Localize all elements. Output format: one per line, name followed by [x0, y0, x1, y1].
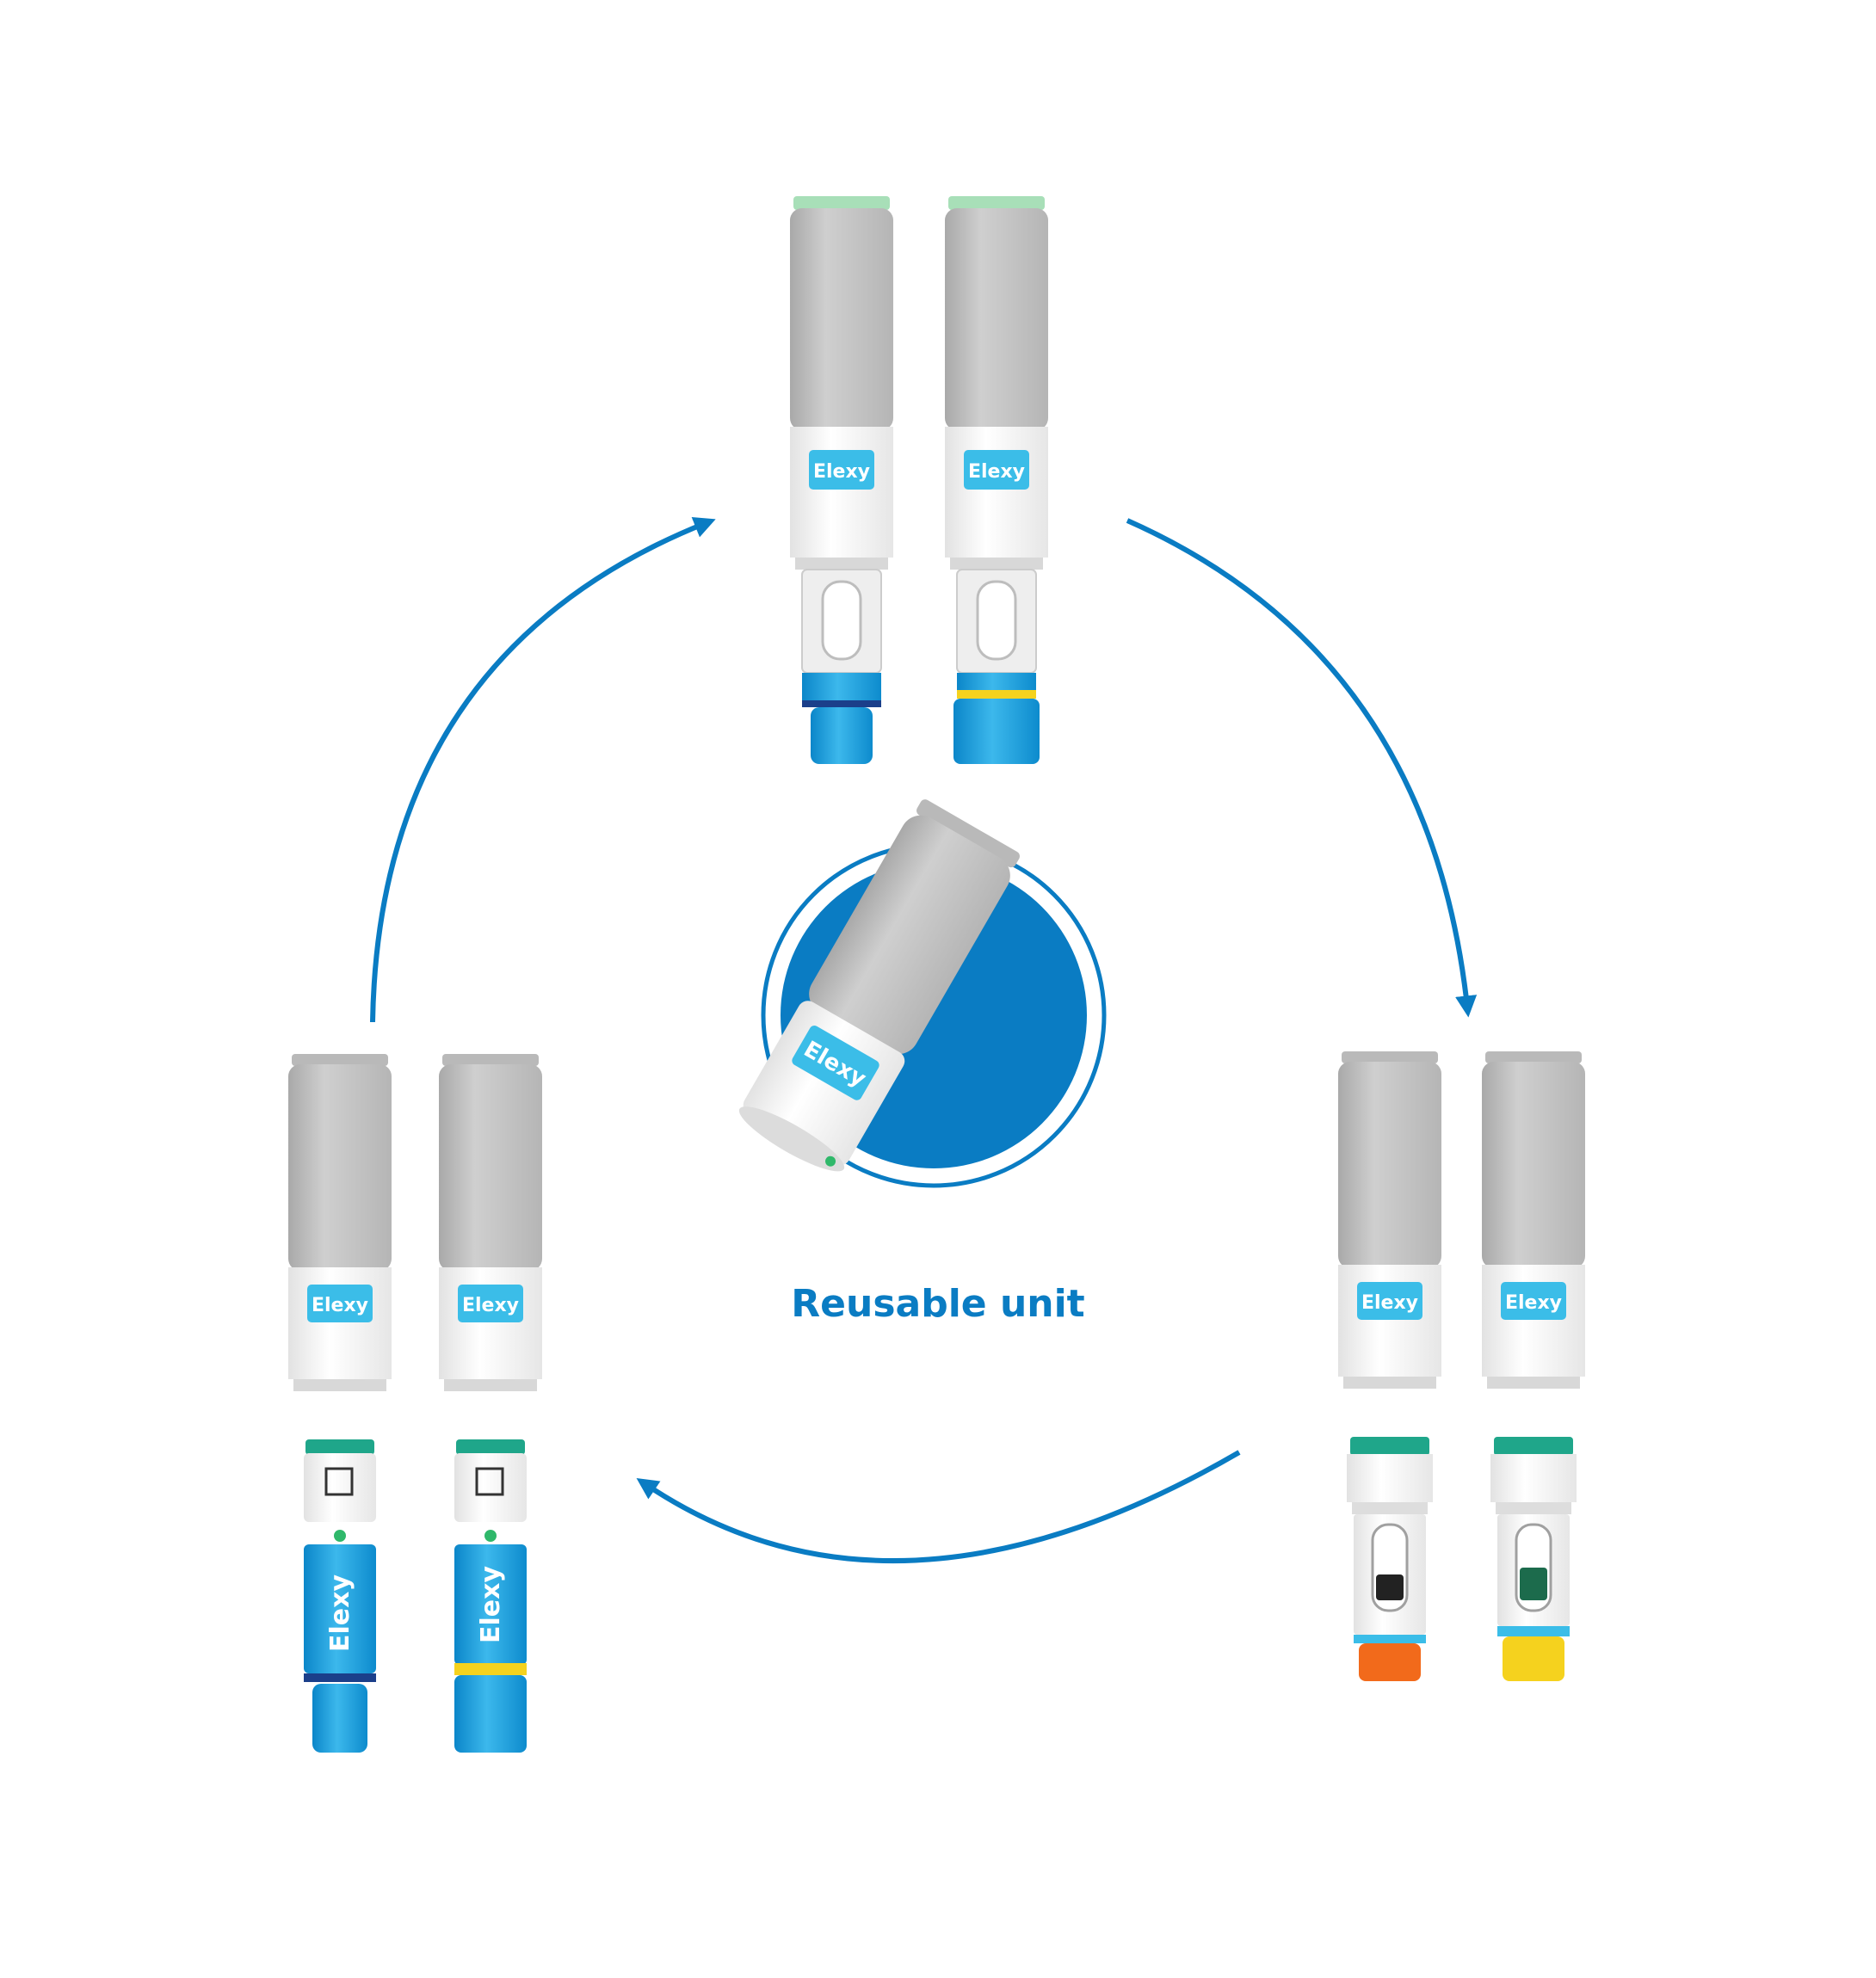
svg-text:Elexy: Elexy	[476, 1566, 506, 1643]
pen-group-right	[1338, 1051, 1585, 1681]
pen-injector-icon	[1482, 1051, 1585, 1681]
pen-group-left: Elexy Elexy	[288, 1054, 542, 1753]
cycle-arrow-icon	[1126, 518, 1478, 1018]
reusable-unit-caption: Reusable unit	[791, 1282, 1085, 1326]
pen-injector-icon	[1338, 1051, 1441, 1681]
pen-injector-icon: Elexy	[439, 1054, 542, 1753]
pen-injector-icon	[788, 194, 895, 766]
pen-group-top	[788, 194, 1050, 766]
cycle-arrow-icon	[636, 1450, 1241, 1564]
cycle-arrow-icon	[370, 516, 716, 1023]
cycle-arrows	[370, 516, 1478, 1564]
pen-injector-icon: Elexy	[288, 1054, 392, 1753]
svg-text:Elexy: Elexy	[325, 1574, 355, 1652]
reusable-unit-icon: Elexy	[738, 799, 1107, 1188]
pen-injector-icon	[943, 194, 1050, 766]
